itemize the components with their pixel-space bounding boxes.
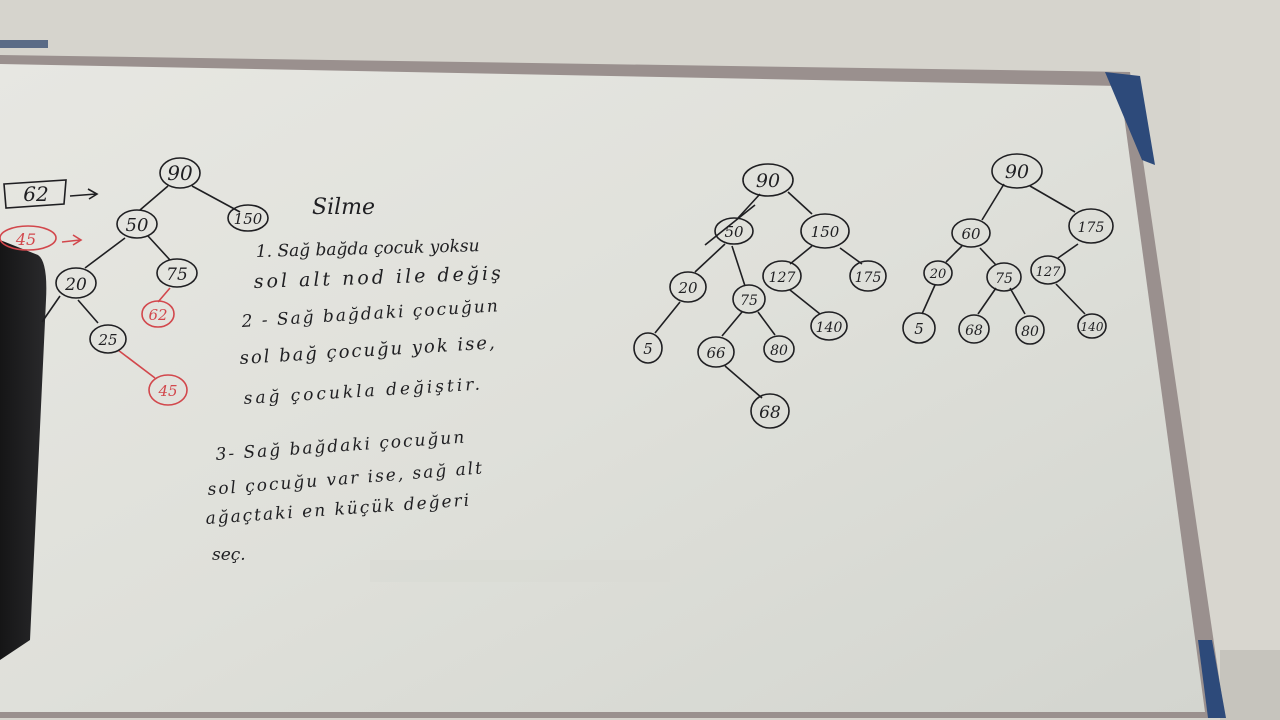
erased-smudge [370, 560, 670, 582]
right-node-90-label: 90 [1005, 161, 1029, 183]
node-62-label: 62 [148, 306, 167, 324]
node-90-label: 90 [167, 161, 193, 185]
node-150-label: 150 [234, 210, 263, 228]
node-150 [227, 204, 269, 232]
right-node-20-label: 20 [929, 267, 947, 282]
red-45-mark [0, 225, 57, 251]
mid-node-140 [810, 311, 848, 341]
mid-node-80 [763, 335, 795, 363]
right-node-80 [1015, 315, 1045, 345]
right-node-175 [1068, 208, 1114, 244]
mid-node-140-label: 140 [816, 320, 843, 336]
node-45 [148, 374, 188, 406]
mid-node-90 [742, 163, 794, 197]
wall-right [1200, 0, 1280, 720]
mid-node-175-label: 175 [855, 270, 882, 286]
tree-left: 90 50 150 20 75 62 25 45 [41, 157, 269, 406]
right-node-140-label: 140 [1081, 320, 1104, 334]
foreground-object [0, 240, 47, 660]
frame-corner-bottom [1198, 640, 1226, 718]
right-node-68-label: 68 [965, 323, 983, 339]
tree-right: 90 60 175 20 75 127 5 68 80 140 [902, 153, 1114, 345]
right-node-60 [951, 218, 991, 248]
node-62 [141, 300, 175, 328]
mid-node-127-label: 127 [769, 270, 796, 286]
deletion-markers: 62 45 [0, 179, 99, 251]
right-node-5 [902, 312, 936, 344]
node-50-label: 50 [126, 215, 149, 236]
node-20-label: 20 [64, 275, 87, 295]
right-node-140 [1077, 313, 1107, 339]
tree-middle: 90 50 150 20 75 127 175 5 66 80 140 68 [633, 163, 887, 429]
board-surface [0, 64, 1205, 712]
red-45-label: 45 [15, 230, 36, 249]
mid-node-66-label: 66 [706, 344, 726, 362]
mid-node-150-label: 150 [811, 223, 840, 241]
mid-node-127 [762, 260, 802, 292]
mid-node-175 [849, 260, 887, 292]
wall-clip [0, 40, 48, 48]
node-50 [116, 209, 158, 239]
mid-node-50 [714, 217, 754, 245]
mid-node-50-label: 50 [724, 223, 744, 241]
mid-node-150 [800, 213, 850, 249]
rule-3-line-4: seç. [212, 545, 246, 565]
rules-title: Silme [312, 195, 375, 220]
node-25 [89, 324, 127, 354]
right-node-60-label: 60 [961, 225, 981, 243]
node-20 [55, 267, 97, 299]
right-node-90 [991, 153, 1043, 189]
mid-node-68-label: 68 [759, 403, 781, 423]
right-node-5-label: 5 [914, 320, 924, 338]
node-25-label: 25 [97, 331, 117, 349]
wall-corner [1220, 650, 1280, 720]
mid-node-20-label: 20 [677, 279, 698, 297]
right-node-68 [958, 314, 990, 344]
right-node-127-label: 127 [1036, 265, 1062, 280]
node-45-label: 45 [157, 382, 177, 400]
mid-node-5-label: 5 [643, 340, 653, 358]
mid-node-68 [750, 393, 790, 429]
mid-node-5 [633, 332, 663, 364]
mid-node-80-label: 80 [770, 343, 788, 359]
mid-node-66 [697, 336, 735, 368]
boxed-62-label: 62 [23, 182, 48, 206]
node-90 [159, 157, 201, 189]
node-75-label: 75 [166, 265, 188, 285]
node-75 [156, 258, 198, 288]
right-node-75 [986, 262, 1022, 292]
mid-node-20 [669, 271, 707, 303]
right-node-80-label: 80 [1021, 324, 1039, 340]
mid-node-75-label: 75 [740, 293, 758, 309]
right-node-127 [1030, 255, 1066, 285]
mid-node-90-label: 90 [756, 170, 780, 192]
right-node-75-label: 75 [995, 271, 1013, 287]
frame-corner-top [1105, 72, 1155, 165]
right-node-175-label: 175 [1078, 220, 1105, 236]
mid-node-75 [732, 284, 766, 314]
right-node-20 [923, 260, 953, 286]
